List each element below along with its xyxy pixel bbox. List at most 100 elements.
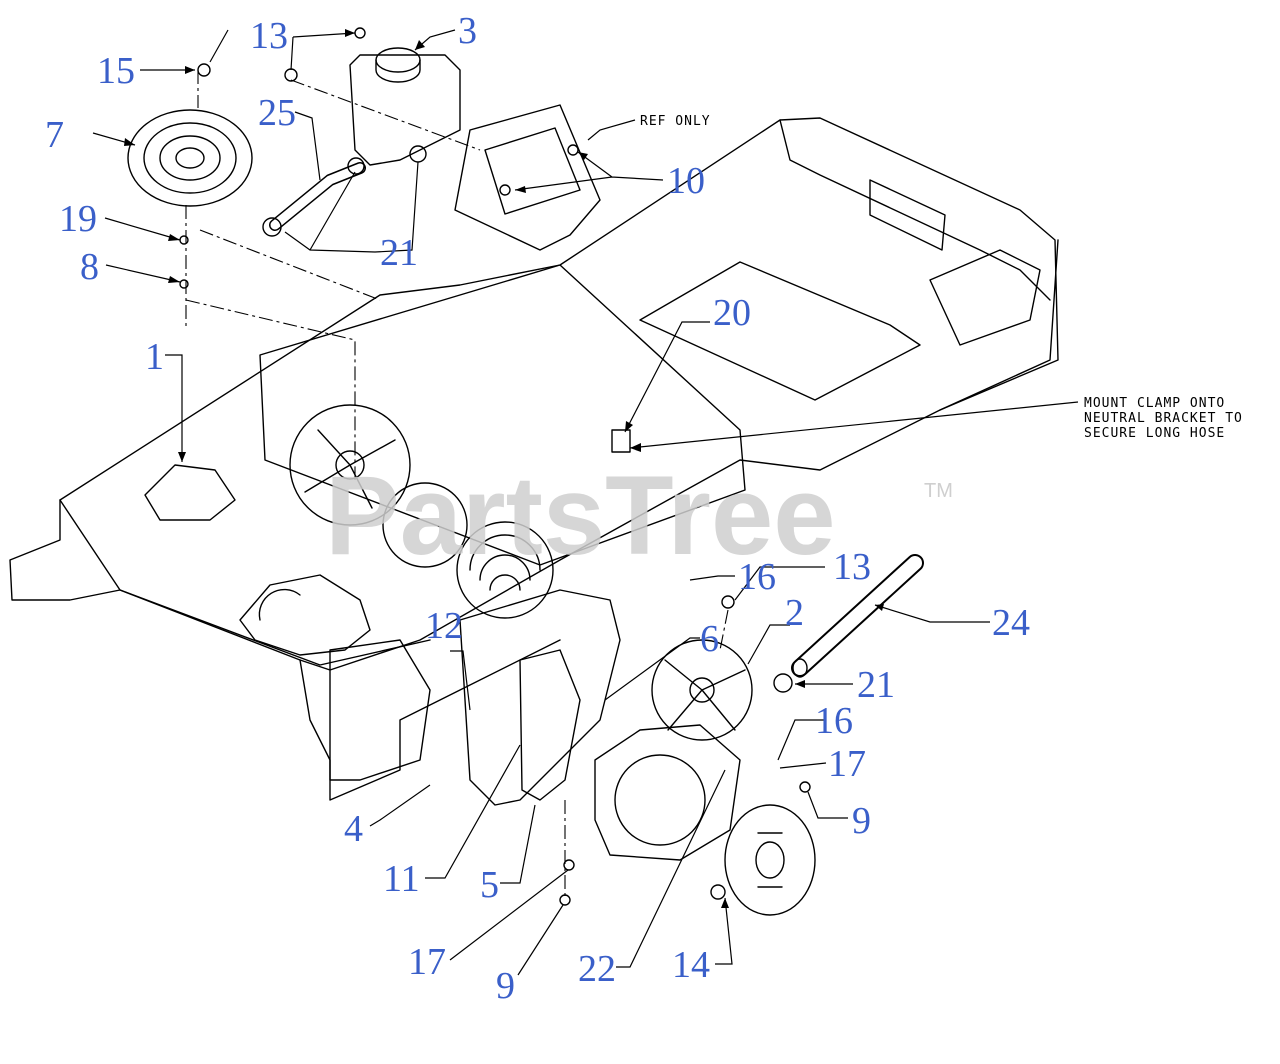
frame-cross-plate — [259, 264, 746, 566]
part-19-washer — [179, 235, 189, 245]
screen-lower — [456, 521, 554, 619]
frame-rear-crossmember — [779, 119, 1051, 301]
callout-9-right[interactable]: 9 — [852, 800, 871, 842]
leader-17b — [449, 869, 569, 961]
callout-17-lower[interactable]: 17 — [408, 941, 446, 983]
watermark-text: PartsTree — [325, 453, 836, 578]
callout-20[interactable]: 20 — [713, 292, 751, 334]
part-10-bolt-b — [499, 184, 511, 196]
part-13-nut-upper — [284, 68, 298, 82]
part-14-nut — [710, 884, 726, 900]
callout-25[interactable]: 25 — [258, 92, 296, 134]
callout-2[interactable]: 2 — [785, 592, 804, 634]
frame-side-rail-front — [299, 639, 561, 801]
callout-13-upper[interactable]: 13 — [250, 15, 288, 57]
part-4-bracket — [329, 639, 431, 781]
leader-25 — [294, 111, 321, 181]
part-11-plate — [459, 589, 621, 806]
leader-2 — [747, 624, 790, 665]
callout-16-upper[interactable]: 16 — [738, 556, 776, 598]
leader-4 — [369, 784, 431, 827]
part-15-wingnut — [197, 63, 211, 77]
leader-1 — [165, 354, 183, 462]
frame-right-edge — [939, 239, 1059, 411]
part-21-clamp-lower — [773, 673, 793, 693]
leader-16a — [689, 575, 735, 581]
callout-4[interactable]: 4 — [344, 808, 363, 850]
frame-rear-tab — [869, 179, 946, 251]
note-mount-clamp-line-3: SECURE LONG HOSE — [1084, 426, 1226, 441]
callout-10[interactable]: 10 — [667, 160, 705, 202]
part-9-bolt-right — [799, 781, 811, 793]
leader-20 — [624, 321, 710, 433]
frame-inner-window — [639, 261, 921, 401]
leader-10 — [514, 151, 664, 191]
leader-11 — [425, 744, 521, 879]
fan-left-hub — [335, 450, 365, 480]
leader-8 — [105, 264, 181, 283]
leader-17a — [779, 762, 827, 769]
callout-1[interactable]: 1 — [145, 336, 164, 378]
part-2-transaxle — [594, 724, 741, 861]
pump-housing — [239, 574, 371, 656]
leader-15b — [209, 29, 229, 63]
note-mount-clamp-line-1: MOUNT CLAMP ONTO — [1084, 396, 1226, 411]
note-mount-clamp-line-2: NEUTRAL BRACKET TO — [1084, 411, 1243, 426]
leader-12 — [450, 650, 471, 711]
part-13-nut-lower — [721, 595, 735, 609]
leader-21a — [284, 161, 419, 253]
callout-5[interactable]: 5 — [480, 864, 499, 906]
callout-8[interactable]: 8 — [80, 246, 99, 288]
leader-14 — [715, 897, 733, 965]
part-3-reservoir — [349, 54, 461, 166]
left-transmission — [144, 464, 236, 521]
part-8-bolt — [179, 279, 189, 289]
callout-17-right[interactable]: 17 — [828, 743, 866, 785]
callout-9-lower[interactable]: 9 — [496, 965, 515, 1007]
frame-side-rail-left — [9, 499, 121, 601]
frame-top-plate — [59, 117, 1059, 671]
leader-ref — [587, 119, 636, 141]
callout-16-lower[interactable]: 16 — [815, 700, 853, 742]
callout-21-lower[interactable]: 21 — [857, 664, 895, 706]
callout-15[interactable]: 15 — [97, 50, 135, 92]
leader-13b — [734, 566, 825, 601]
callout-13-lower[interactable]: 13 — [833, 546, 871, 588]
frame-rear-arm — [929, 249, 1041, 346]
leader-22 — [616, 769, 726, 968]
part-10-bolt-a — [567, 144, 579, 156]
leader-9b — [517, 904, 564, 976]
leader-16b — [777, 719, 824, 761]
frame-bottom-edge — [119, 589, 431, 666]
part-2-fan — [651, 639, 753, 741]
leader-9a — [807, 791, 848, 819]
leader-5 — [500, 804, 536, 884]
callout-22[interactable]: 22 — [578, 948, 616, 990]
callout-7[interactable]: 7 — [45, 114, 64, 156]
callout-6[interactable]: 6 — [700, 618, 719, 660]
note-ref-only: REF ONLY — [640, 114, 711, 129]
leader-19 — [104, 217, 181, 241]
part-17-nut-lower — [563, 859, 575, 871]
part-9-bolt-lower — [559, 894, 571, 906]
fan-center — [382, 482, 468, 568]
callout-24[interactable]: 24 — [992, 602, 1030, 644]
callout-19[interactable]: 19 — [59, 198, 97, 240]
watermark-trademark: TM — [924, 480, 953, 502]
callout-11[interactable]: 11 — [383, 858, 420, 900]
part-3-cap — [375, 47, 421, 73]
part-7-screen — [127, 109, 253, 207]
fan-left — [289, 404, 411, 526]
rear-bracket-plate — [454, 104, 601, 251]
callout-12[interactable]: 12 — [425, 605, 463, 647]
leader-13a — [290, 32, 356, 71]
part-5-arm — [519, 649, 581, 801]
leader-6 — [604, 637, 700, 701]
callout-3[interactable]: 3 — [458, 10, 477, 52]
part-20-clamp — [611, 429, 631, 453]
callout-21-upper[interactable]: 21 — [380, 232, 418, 274]
leader-24 — [874, 604, 990, 623]
callout-14[interactable]: 14 — [672, 944, 710, 986]
